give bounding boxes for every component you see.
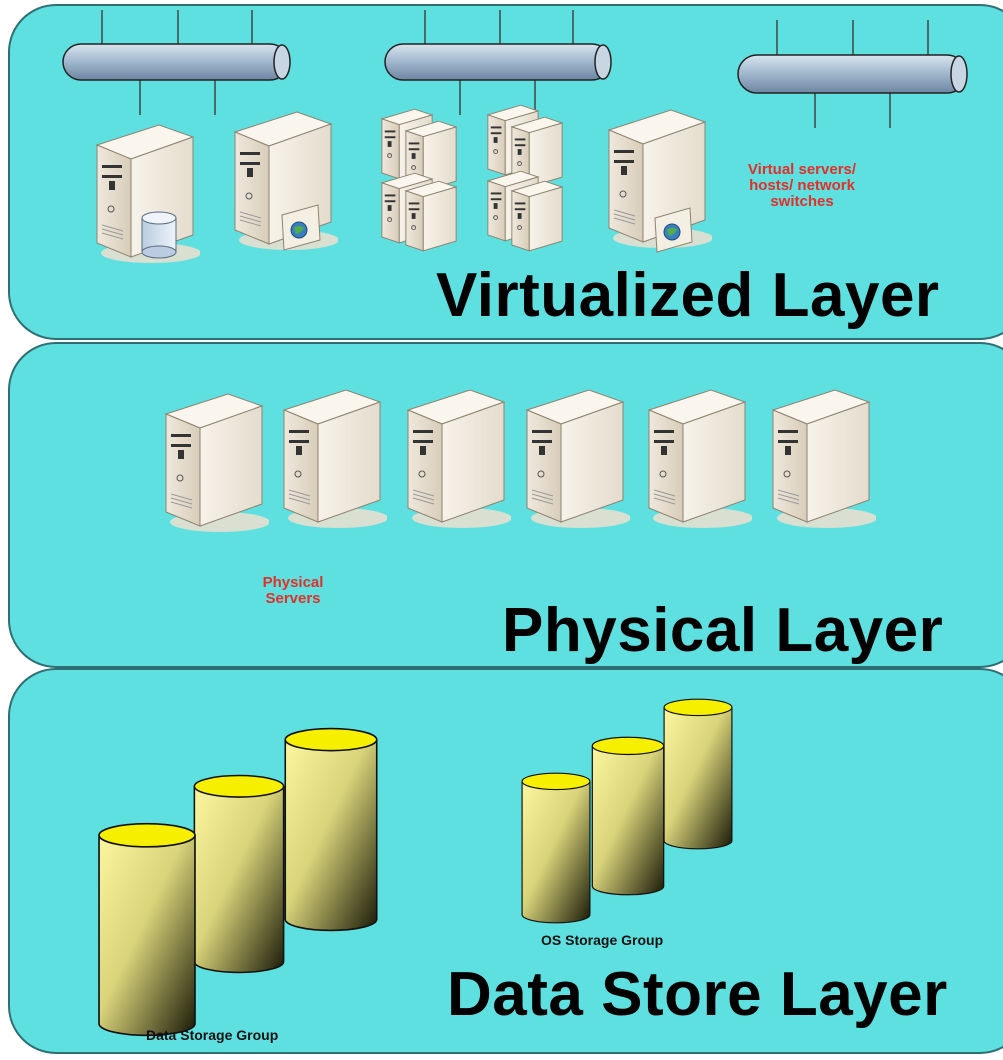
server-tower-icon	[526, 389, 630, 529]
server-tower-icon	[772, 389, 876, 529]
network-switch-icon	[62, 10, 291, 115]
storage-cylinder-icon	[591, 736, 665, 896]
physical-layer-title: Physical Layer	[502, 596, 944, 665]
server-tower-icon	[283, 389, 387, 529]
storage-cylinder-icon	[193, 774, 285, 974]
os-storage-group-label: OS Storage Group	[541, 932, 664, 948]
blade-server-icon	[487, 104, 563, 252]
storage-cylinder-icon	[521, 772, 591, 924]
server-tower-icon	[165, 393, 269, 533]
blade-server-icon	[381, 108, 457, 252]
server-tower-icon	[407, 389, 511, 529]
database-icon	[141, 211, 177, 259]
globe-doc-icon	[281, 204, 321, 251]
data-store-layer-title: Data Store Layer	[447, 960, 948, 1029]
globe-doc-icon	[654, 207, 693, 253]
virtual-servers-note: Virtual servers/ hosts/ network switches	[747, 161, 857, 210]
storage-cylinder-icon	[663, 698, 733, 850]
network-switch-icon	[384, 10, 612, 115]
network-switch-icon	[737, 20, 968, 128]
physical-servers-note: Physical Servers	[262, 574, 324, 607]
virtualized-layer-title: Virtualized Layer	[436, 261, 940, 330]
storage-cylinder-icon	[284, 727, 378, 932]
storage-cylinder-icon	[98, 822, 196, 1037]
data-storage-group-label: Data Storage Group	[146, 1027, 279, 1043]
server-tower-icon	[648, 389, 752, 529]
